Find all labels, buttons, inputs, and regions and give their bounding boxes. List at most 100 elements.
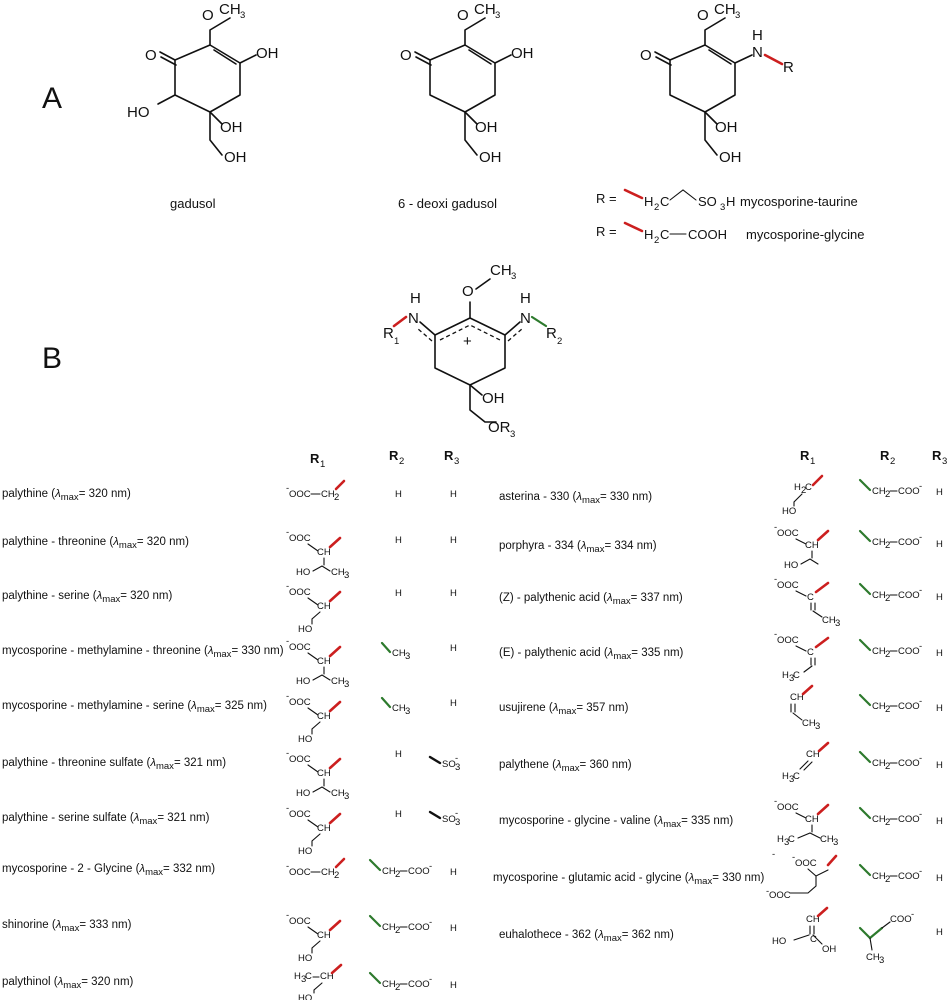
svg-text:OOC: OOC <box>795 858 817 869</box>
svg-text:3: 3 <box>301 974 306 985</box>
svg-text:OH: OH <box>224 149 247 166</box>
svg-text:CH: CH <box>317 823 331 834</box>
svg-text:OH: OH <box>715 119 738 136</box>
svg-text:CH: CH <box>320 971 334 982</box>
svg-text:HO: HO <box>782 506 796 517</box>
svg-text:H: H <box>936 816 943 827</box>
svg-text:-: - <box>286 803 289 814</box>
svg-text:OOC: OOC <box>777 580 799 591</box>
svg-text:R: R <box>783 59 794 76</box>
svg-text:2: 2 <box>885 761 890 772</box>
svg-text:-: - <box>286 691 289 702</box>
svg-text:3: 3 <box>344 679 349 690</box>
svg-text:COO: COO <box>898 758 920 769</box>
svg-text:1: 1 <box>810 456 815 467</box>
gadusol-structure: O CH 3 O OH HO OH OH <box>127 1 279 166</box>
column-headers-right: R 1 R 2 R 3 <box>800 448 947 467</box>
svg-text:COO: COO <box>890 914 912 925</box>
svg-text:-: - <box>286 581 289 592</box>
svg-text:palythine (λmax= 320 nm): palythine (λmax= 320 nm) <box>2 488 131 503</box>
svg-text:CH: CH <box>490 262 512 279</box>
svg-text:OOC: OOC <box>289 697 311 708</box>
svg-text:3: 3 <box>511 271 516 282</box>
svg-text:palythine - threonine (λmax= 3: palythine - threonine (λmax= 320 nm) <box>2 536 189 551</box>
svg-text:CH: CH <box>872 814 886 825</box>
svg-text:-: - <box>774 574 777 585</box>
svg-text:R: R <box>880 448 890 463</box>
column-headers-left: R 1 R 2 R 3 <box>310 448 459 470</box>
svg-text:H: H <box>644 227 653 242</box>
table-row: usujirene (λmax= 357 nm) <box>499 702 629 717</box>
svg-text:(Z) - palythenic acid (λmax= 3: (Z) - palythenic acid (λmax= 337 nm) <box>499 592 683 607</box>
table-row: porphyra - 334 (λmax= 334 nm) <box>499 540 657 555</box>
svg-text:R: R <box>444 448 454 463</box>
svg-text:2: 2 <box>557 336 562 347</box>
table-row: palythine (λmax= 320 nm) <box>2 488 131 503</box>
svg-text:OH: OH <box>482 390 505 407</box>
svg-text:3: 3 <box>455 817 460 828</box>
svg-text:euhalothece - 362 (λmax= 362 n: euhalothece - 362 (λmax= 362 nm) <box>499 929 674 944</box>
svg-text:SO: SO <box>442 814 456 825</box>
svg-text:H: H <box>450 588 457 599</box>
svg-text:H: H <box>782 670 789 681</box>
svg-text:CH: CH <box>822 615 836 626</box>
svg-text:3: 3 <box>405 651 410 662</box>
svg-text:3: 3 <box>344 791 349 802</box>
svg-text:palythine - serine (λmax= 320: palythine - serine (λmax= 320 nm) <box>2 590 173 605</box>
svg-text:H: H <box>450 535 457 546</box>
svg-text:OH: OH <box>475 119 498 136</box>
svg-text:-: - <box>919 481 922 492</box>
svg-text:CH: CH <box>872 486 886 497</box>
svg-text:C: C <box>660 194 669 209</box>
svg-text:CH: CH <box>474 1 496 18</box>
svg-text:COO: COO <box>898 814 920 825</box>
svg-text:HO: HO <box>298 993 312 1000</box>
svg-text:-: - <box>455 753 458 764</box>
svg-text:R: R <box>932 448 942 463</box>
svg-text:-: - <box>919 641 922 652</box>
table-row: palythinol (λmax= 320 nm) <box>2 976 134 991</box>
svg-text:O: O <box>697 7 709 24</box>
svg-text:CH: CH <box>872 590 886 601</box>
svg-text:COO: COO <box>408 866 430 877</box>
svg-text:(E) - palythenic acid (λmax= 3: (E) - palythenic acid (λmax= 335 nm) <box>499 647 684 662</box>
svg-text:OOC: OOC <box>289 754 311 765</box>
svg-text:C: C <box>660 227 669 242</box>
svg-text:CH: CH <box>331 567 345 578</box>
svg-text:HO: HO <box>296 676 310 687</box>
panel-letter-b: B <box>42 342 62 375</box>
svg-text:CH: CH <box>382 866 396 877</box>
svg-text:CH: CH <box>872 701 886 712</box>
table-row: mycosporine - 2 - Glycine (λmax= 332 nm) <box>2 863 215 878</box>
svg-text:-: - <box>919 809 922 820</box>
svg-text:CH: CH <box>321 489 335 500</box>
svg-text:palythine - serine sulfate (λm: palythine - serine sulfate (λmax= 321 nm… <box>2 812 210 827</box>
svg-text:C: C <box>793 670 800 681</box>
svg-text:HO: HO <box>298 953 312 964</box>
svg-text:OH: OH <box>220 119 243 136</box>
svg-text:HO: HO <box>772 936 786 947</box>
svg-text:OOC: OOC <box>289 916 311 927</box>
svg-text:H: H <box>936 592 943 603</box>
svg-text:O: O <box>202 7 214 24</box>
svg-text:2: 2 <box>885 489 890 500</box>
mycosporine-core-b: + O CH 3 N H R 1 N H R 2 OH OR 3 <box>383 262 562 440</box>
svg-text:HO: HO <box>784 560 798 571</box>
svg-text:asterina - 330 (λmax= 330 nm): asterina - 330 (λmax= 330 nm) <box>499 491 652 506</box>
svg-text:H: H <box>782 771 789 782</box>
svg-text:CH: CH <box>317 601 331 612</box>
svg-text:3: 3 <box>942 456 947 467</box>
svg-text:H: H <box>410 290 421 307</box>
svg-text:COO: COO <box>408 922 430 933</box>
svg-text:CH: CH <box>872 646 886 657</box>
svg-text:HO: HO <box>298 846 312 857</box>
svg-text:-: - <box>774 522 777 533</box>
svg-text:CH: CH <box>317 656 331 667</box>
svg-text:C: C <box>805 482 812 493</box>
svg-text:3: 3 <box>455 762 460 773</box>
svg-text:2: 2 <box>334 492 339 503</box>
svg-text:COO: COO <box>898 590 920 601</box>
svg-text:-: - <box>919 532 922 543</box>
svg-text:2: 2 <box>890 456 895 467</box>
